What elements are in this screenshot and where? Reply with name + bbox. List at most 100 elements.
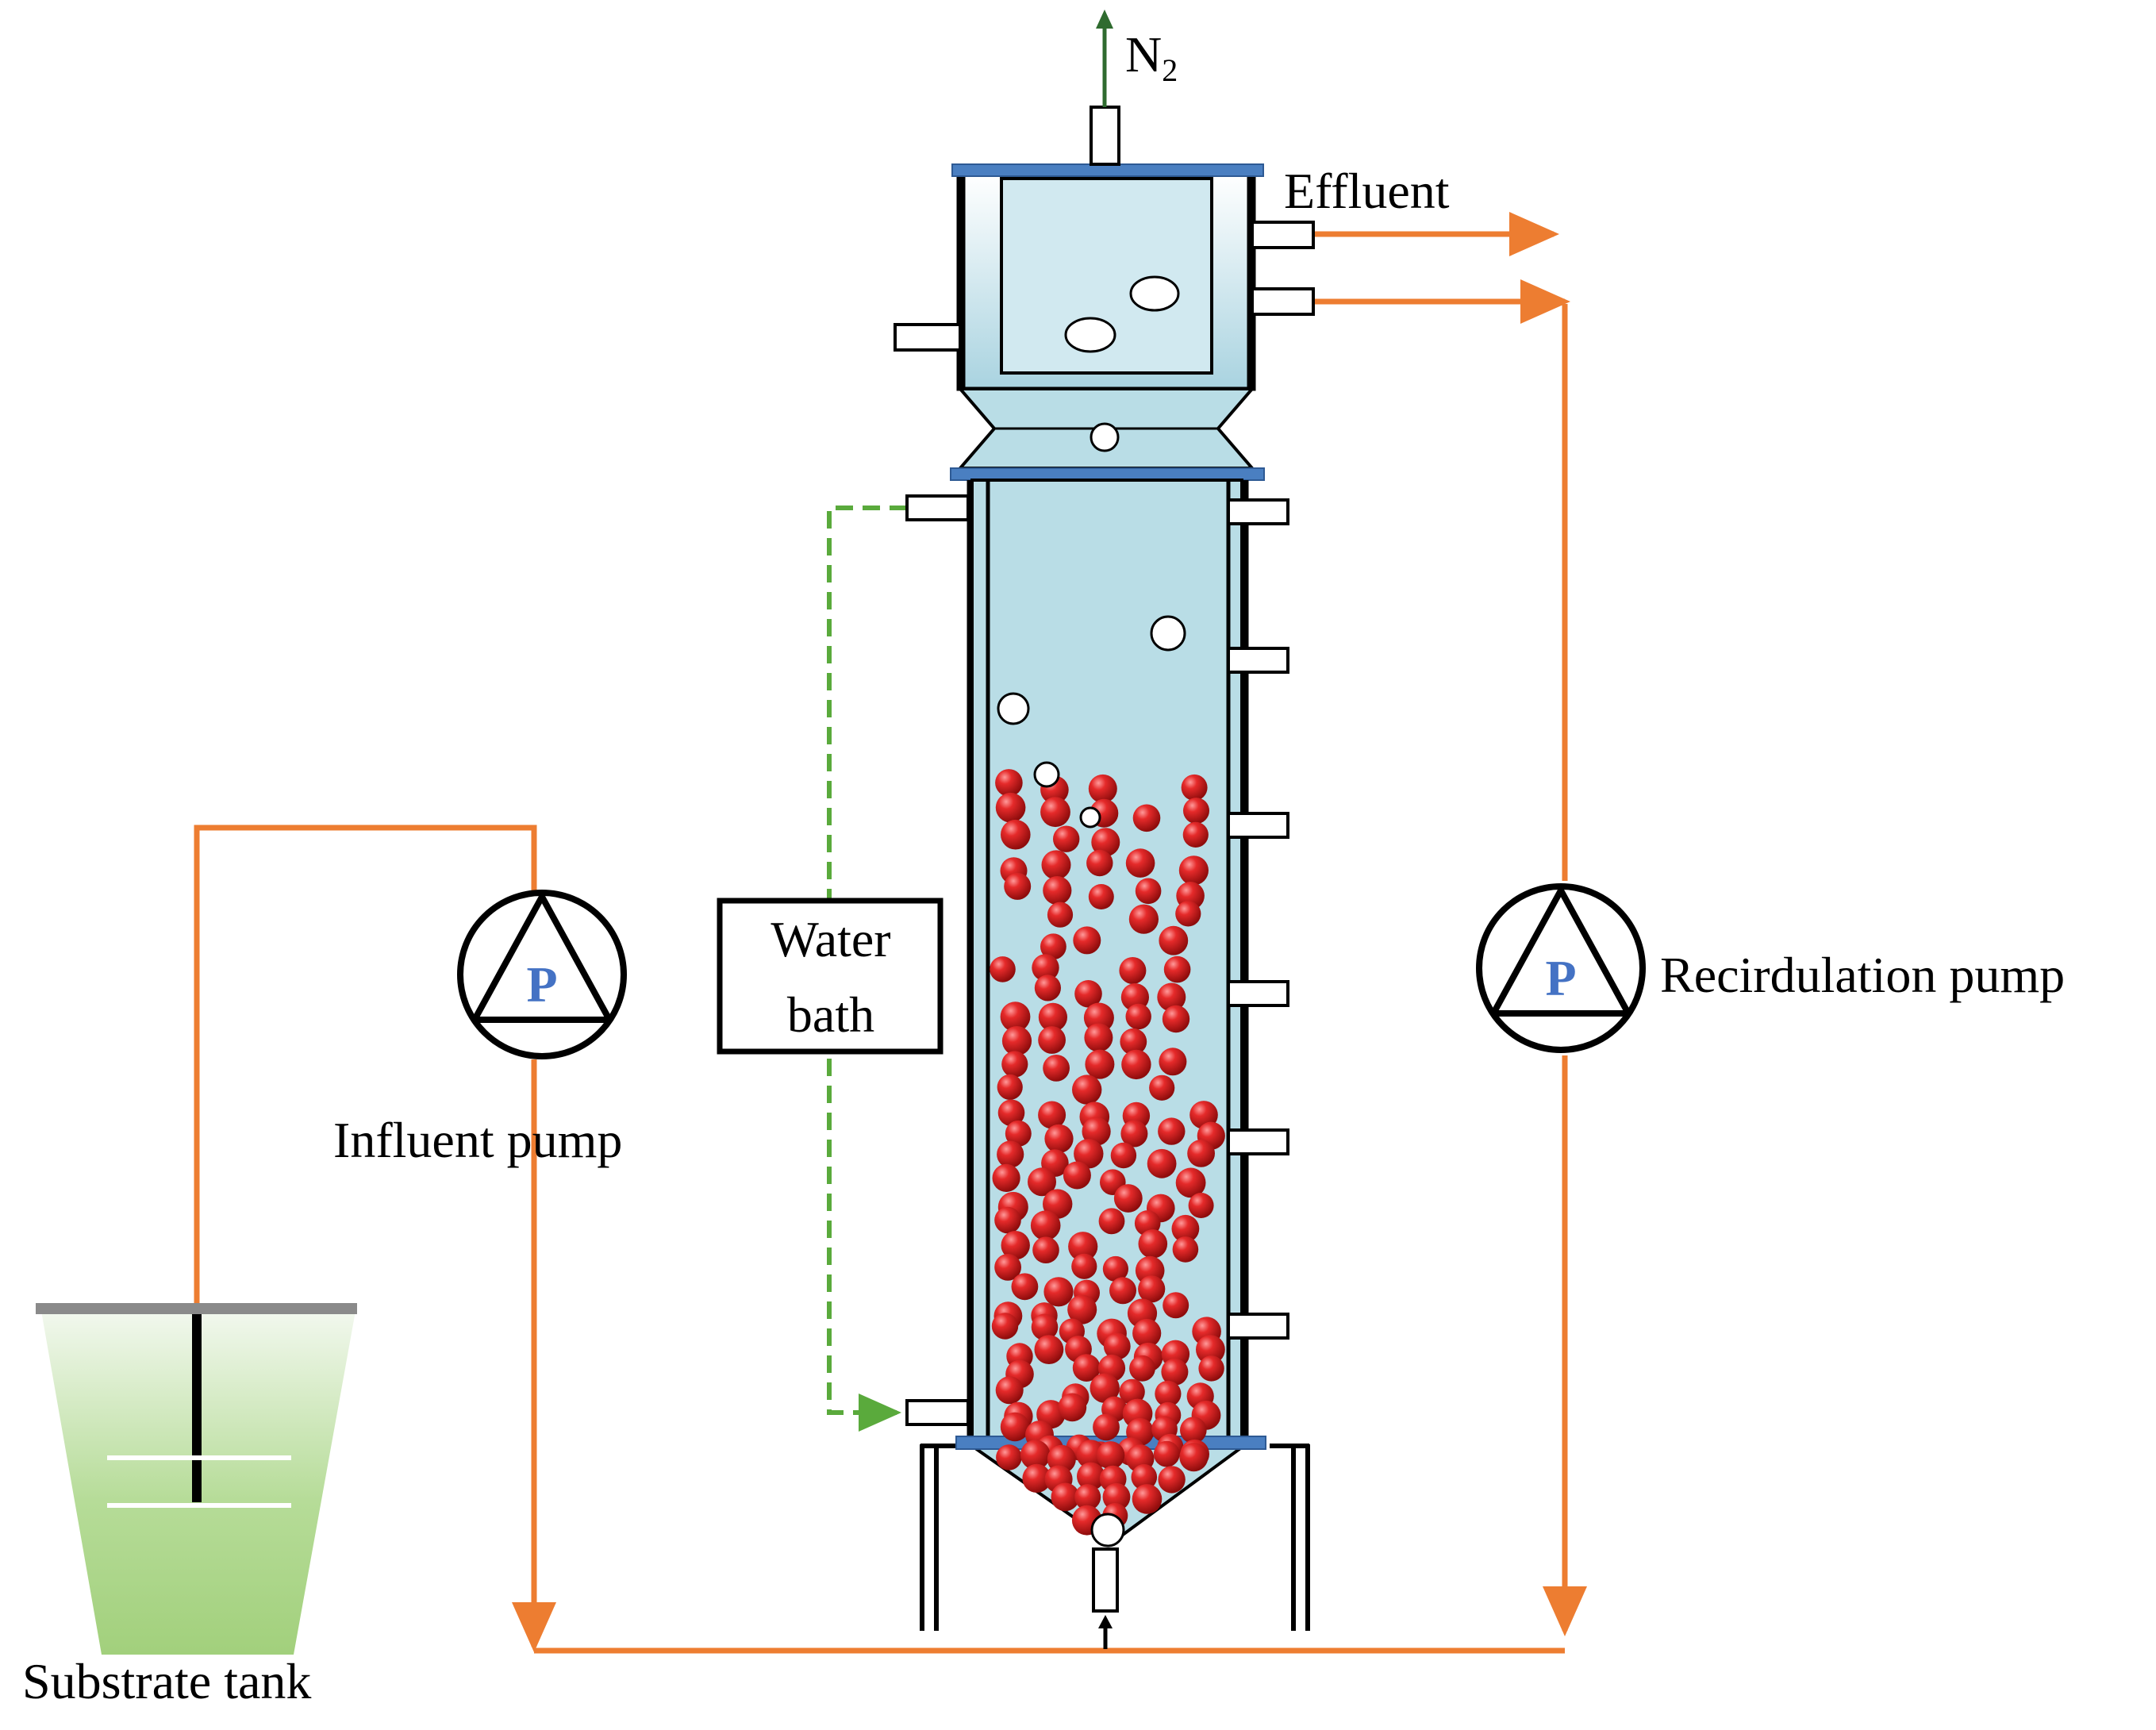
gas-outlet-nozzle: [1090, 106, 1120, 166]
gas-bubbles: [997, 275, 1186, 1547]
red-sphere-icon: [1068, 1232, 1098, 1262]
red-sphere-icon: [1178, 855, 1209, 886]
sampling-port: [1227, 1313, 1289, 1340]
red-sphere-icon: [1175, 1167, 1206, 1198]
red-sphere-icon: [1132, 1484, 1163, 1514]
red-sphere-icon: [1001, 1231, 1030, 1260]
red-sphere-icon: [1072, 1075, 1102, 1105]
influent-pump-label: Influent pump: [333, 1112, 622, 1168]
red-sphere-icon: [1096, 1441, 1125, 1470]
red-sphere-icon: [1043, 876, 1072, 905]
gas-bubble-icon: [1090, 422, 1120, 452]
red-sphere-icon: [995, 769, 1023, 797]
reactor: [894, 10, 1315, 1649]
red-sphere-icon: [1183, 798, 1209, 825]
red-sphere-icon: [1187, 1140, 1215, 1167]
red-sphere-icon: [1153, 1440, 1180, 1467]
red-sphere-icon: [1077, 1462, 1105, 1491]
red-sphere-icon: [1030, 1210, 1061, 1240]
red-sphere-icon: [1000, 1412, 1030, 1442]
red-sphere-icon: [1159, 925, 1189, 955]
red-sphere-icon: [1074, 980, 1102, 1008]
red-sphere-icon: [1182, 821, 1209, 848]
red-sphere-icon: [1074, 1484, 1101, 1511]
red-sphere-icon: [1085, 1049, 1115, 1079]
red-sphere-icon: [1086, 849, 1113, 877]
red-sphere-icon: [992, 1163, 1020, 1192]
red-sphere-icon: [1073, 926, 1101, 955]
red-sphere-icon: [1131, 1464, 1158, 1490]
red-sphere-icon: [1074, 1139, 1104, 1169]
sampling-port: [1227, 1128, 1289, 1155]
red-sphere-icon: [1135, 878, 1162, 905]
red-sphere-icon: [1071, 1253, 1097, 1279]
red-sphere-icon: [1125, 848, 1155, 878]
red-sphere-icon: [1102, 1255, 1128, 1282]
red-sphere-icon: [1067, 1294, 1097, 1324]
red-sphere-icon: [1020, 1440, 1051, 1470]
reactor-support-legs: [920, 1444, 1310, 1631]
red-sphere-icon: [1120, 1028, 1147, 1055]
red-sphere-icon: [1000, 1001, 1031, 1032]
red-sphere-icon: [1034, 975, 1061, 1001]
red-sphere-icon: [1047, 902, 1074, 928]
red-sphere-icon: [1032, 954, 1059, 982]
water-bath-label-line1: Water: [771, 911, 890, 967]
red-sphere-icon: [1043, 1055, 1070, 1082]
sampling-port: [1227, 498, 1289, 525]
red-sphere-icon: [1119, 957, 1147, 984]
red-sphere-icon: [1040, 797, 1070, 828]
red-sphere-icon: [1041, 850, 1071, 880]
red-sphere-icon: [1090, 1373, 1120, 1403]
substrate-tank-lid: [36, 1303, 357, 1314]
red-sphere-icon: [1063, 1161, 1091, 1190]
substrate-tank-label: Substrate tank: [22, 1653, 311, 1709]
red-sphere-icon: [1159, 1048, 1187, 1076]
red-sphere-icon: [1162, 1005, 1190, 1033]
red-sphere-icon: [1158, 1466, 1186, 1494]
red-sphere-icon: [1119, 1378, 1145, 1405]
recirculation-port: [1251, 287, 1315, 316]
reactor-column: [970, 479, 1243, 1442]
gas-bubble-icon: [1090, 1513, 1125, 1547]
bottom-inlet-nozzle: [1092, 1547, 1119, 1613]
water-bath-return-line: [827, 506, 907, 901]
red-sphere-icon: [1158, 1117, 1186, 1145]
red-sphere-icon: [1125, 1003, 1151, 1030]
red-sphere-icon: [995, 1376, 1024, 1405]
sludge-granule-bed: [990, 769, 1225, 1536]
red-sphere-icon: [1149, 1075, 1175, 1101]
gas-bubble-icon: [1079, 806, 1101, 828]
red-sphere-icon: [1157, 982, 1186, 1012]
red-sphere-icon: [1058, 1393, 1087, 1422]
red-sphere-icon: [1044, 1124, 1074, 1153]
red-sphere-icon: [1179, 1443, 1209, 1472]
red-sphere-icon: [1088, 774, 1117, 803]
red-sphere-icon: [1120, 983, 1149, 1012]
red-sphere-icon: [1084, 1023, 1113, 1052]
red-sphere-icon: [997, 1074, 1023, 1100]
red-sphere-icon: [1040, 933, 1066, 960]
red-sphere-icon: [994, 1254, 1021, 1281]
red-sphere-icon: [1198, 1355, 1224, 1382]
red-sphere-icon: [1091, 828, 1120, 857]
red-sphere-icon: [1113, 1184, 1143, 1213]
middle-flange: [950, 467, 1265, 481]
red-sphere-icon: [1109, 1277, 1136, 1305]
jacket-inlet-port: [905, 1399, 970, 1426]
red-sphere-icon: [1038, 1026, 1066, 1054]
red-sphere-icon: [991, 1313, 1019, 1340]
red-sphere-icon: [1001, 819, 1031, 850]
red-sphere-icon: [1093, 1413, 1120, 1441]
sampling-port: [1227, 812, 1289, 839]
red-sphere-icon: [1051, 1482, 1080, 1512]
red-sphere-icon: [1138, 1229, 1168, 1259]
piping: [194, 212, 1587, 1654]
influent-suction-pipe: [194, 825, 537, 1309]
red-sphere-icon: [1163, 955, 1191, 983]
red-sphere-icon: [1038, 1101, 1066, 1129]
sampling-ports: [1227, 498, 1289, 1340]
gas-bubble-icon: [1033, 761, 1060, 788]
red-sphere-icon: [1188, 1193, 1214, 1218]
